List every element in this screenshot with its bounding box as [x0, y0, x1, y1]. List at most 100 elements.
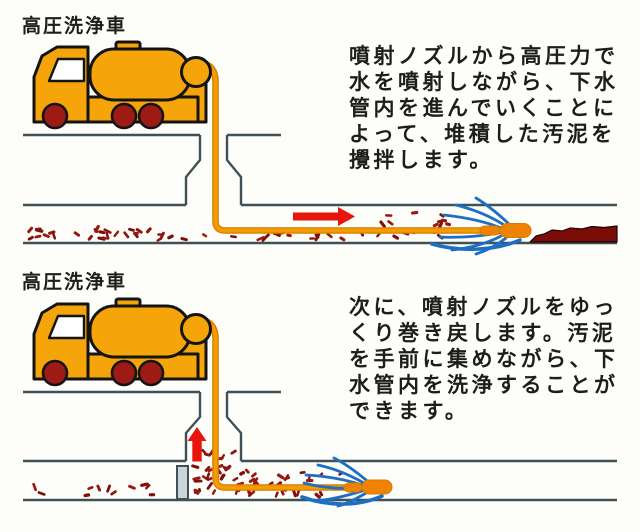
sludge-particle [27, 226, 34, 234]
sewer-pipe [23, 203, 617, 245]
sludge-particle [385, 214, 393, 217]
sludge-particle [309, 237, 315, 240]
sludge-particle [244, 468, 250, 474]
sludge-particle [232, 476, 239, 482]
sludge-particle [318, 490, 324, 497]
sludge-particle [106, 484, 112, 493]
sludge-particle [203, 452, 211, 457]
sludge-particle [128, 227, 135, 232]
truck-label-2: 高圧洗浄車 [22, 271, 128, 293]
sludge-particle [251, 472, 257, 478]
debris-screen [176, 465, 189, 500]
sludge-particle [339, 236, 346, 242]
sludge-particle [295, 489, 301, 497]
sludge-particle [276, 473, 285, 480]
sludge-particle [97, 236, 106, 241]
sludge-particle [392, 234, 400, 240]
sludge-particle [128, 484, 136, 490]
sludge-particle [439, 213, 445, 218]
washer-truck-icon [32, 40, 212, 130]
sludge-particle [135, 228, 143, 234]
sludge-particle [133, 231, 139, 235]
sludge-particle [101, 236, 110, 240]
sludge-particle [274, 491, 279, 498]
sludge-particle [206, 477, 213, 481]
sludge-particle [193, 488, 201, 494]
description-step-2: 次に、噴射ノズルをゆっ くり巻き戻します。汚泥 を手前に集めながら、下 水管内を… [349, 295, 619, 423]
sludge-particle [140, 482, 149, 487]
sludge-particle [326, 232, 333, 239]
hose [189, 317, 352, 491]
sludge-particle [32, 482, 37, 492]
sludge-particle [379, 220, 386, 228]
flow-direction-arrow-icon [293, 207, 355, 226]
up-arrow-icon [187, 427, 207, 462]
sludge-particle [445, 222, 452, 227]
sludge-particle [239, 470, 246, 476]
sludge-particle [283, 476, 291, 481]
sludge-particle [299, 470, 306, 475]
sludge-particle [280, 490, 285, 496]
sludge-particle [192, 476, 201, 481]
sludge-particle [256, 236, 265, 242]
sludge-particles [27, 210, 452, 242]
sludge-particle [432, 222, 439, 228]
sludge-particle [305, 478, 314, 483]
jet-nozzle [479, 223, 532, 238]
panel-2-diagram [23, 297, 617, 508]
sludge-particle [224, 464, 232, 472]
sludge-particle [27, 235, 34, 241]
sludge-particle [204, 465, 211, 472]
washer-truck-icon [32, 297, 212, 387]
sludge-particle [314, 233, 321, 242]
sludge-particle [201, 475, 207, 480]
sludge-particle [34, 234, 42, 239]
description-step-1: 噴射ノズルから高圧力で 水を噴射しながら、下水 管内を進んでいくことに よって、… [349, 44, 619, 172]
sludge-particle [83, 493, 91, 498]
sludge-particle [96, 484, 102, 492]
sludge-particle [148, 493, 156, 497]
sludge-particle [87, 234, 93, 241]
sludge-particle [93, 227, 99, 234]
sludge-particle [145, 484, 151, 490]
sludge-particle [201, 233, 208, 238]
sludge-particle [387, 220, 394, 226]
sludge-particle [48, 230, 56, 235]
sludge-particle [230, 235, 237, 239]
manhole-shaft [184, 392, 243, 461]
sludge-particle [286, 233, 292, 238]
sludge-particle [376, 232, 381, 238]
sludge-particle [37, 491, 46, 496]
sludge-particle [207, 468, 214, 473]
truck-label-1: 高圧洗浄車 [22, 15, 128, 37]
sludge-particle [123, 231, 130, 239]
sludge-particle [113, 230, 120, 238]
sludge-particle [73, 231, 81, 237]
sludge-particle [193, 479, 203, 483]
sludge-particle [219, 473, 226, 481]
sludge-particle [247, 489, 252, 496]
sludge-particle [42, 233, 50, 239]
sludge-particle [87, 486, 94, 491]
sludge-particle [110, 490, 117, 496]
sludge-particle [191, 464, 200, 469]
sludge-particle [103, 228, 112, 234]
sludge-particle [206, 482, 213, 490]
manhole-shaft [184, 135, 243, 205]
sludge-particle [261, 236, 268, 242]
sludge-particle [252, 478, 260, 486]
sludge-particle [98, 230, 106, 235]
sludge-particle [167, 234, 174, 240]
sludge-particle [145, 227, 152, 234]
sludge-particle [230, 449, 237, 455]
sludge-mound [529, 225, 618, 243]
sludge-particle [34, 227, 42, 231]
panel-1-diagram [23, 40, 618, 256]
sludge-particle [411, 210, 419, 215]
sludge-particle [314, 492, 322, 499]
sludge-particle [159, 231, 165, 240]
jet-nozzle [343, 479, 393, 495]
sludge-particle [180, 237, 188, 242]
